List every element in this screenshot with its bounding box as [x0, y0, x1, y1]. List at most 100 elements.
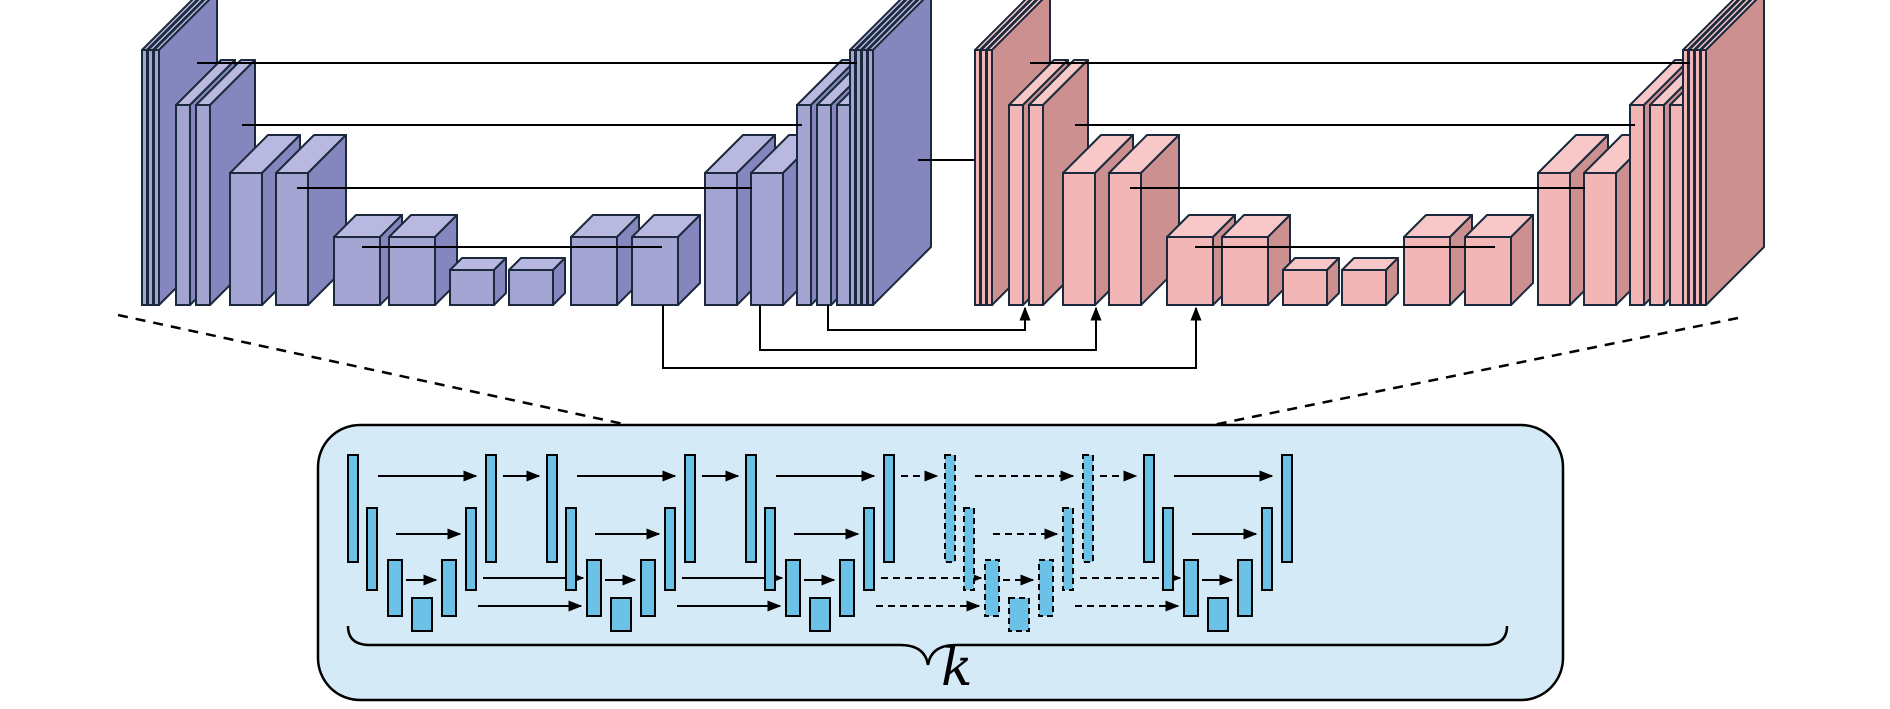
unit-3-bar-1 [745, 454, 757, 563]
unet-b-encoder-block-10 [1282, 257, 1340, 306]
unit-4-bar-7 [1082, 454, 1094, 563]
block-front-face [449, 269, 495, 306]
unet-unit-4 [944, 454, 1182, 632]
repeat-brace [346, 625, 1509, 666]
unit-5-bar-5 [1237, 559, 1253, 617]
unit-5-bar-3 [1183, 559, 1199, 617]
unit-3-bar-5 [839, 559, 855, 617]
block-front-face [1700, 49, 1707, 306]
unrolled-panel [316, 423, 1565, 702]
unet-a-encoder-block-10 [449, 257, 507, 306]
block-front-face [275, 172, 309, 306]
block-front-face [1166, 236, 1214, 306]
cross-arrow-2 [759, 305, 1102, 351]
block-front-face [1282, 269, 1328, 306]
block-front-face [1341, 269, 1387, 306]
block-front-face [849, 49, 856, 306]
block-front-face [986, 49, 993, 306]
block-front-face [388, 236, 436, 306]
unet-unit-3 [745, 454, 983, 632]
block-front-face [1221, 236, 1269, 306]
unet-b-encoder-block-8 [1166, 214, 1236, 306]
unit-3-bar-6 [863, 507, 875, 591]
block-front-face [1537, 172, 1571, 306]
block-front-face [175, 104, 191, 306]
block-front-face [861, 49, 868, 306]
unit-5-bar-6 [1261, 507, 1273, 591]
unet-unit-5 [1143, 454, 1293, 632]
block-front-face [704, 172, 738, 306]
block-front-face [229, 172, 263, 306]
unet-a-encoder-block-9 [388, 214, 458, 306]
block-front-face [1649, 104, 1665, 306]
unit-2-bar-7 [684, 454, 696, 563]
block-front-face [631, 236, 679, 306]
block-front-face [867, 49, 874, 306]
unit-4-bar-5 [1038, 559, 1054, 617]
block-front-face [1108, 172, 1142, 306]
block-front-face [855, 49, 862, 306]
block-front-face [750, 172, 784, 306]
block-front-face [1464, 236, 1512, 306]
unit-1-bar-4 [411, 597, 433, 632]
unit-5-bar-7 [1281, 454, 1293, 563]
block-front-face [1682, 49, 1689, 306]
block-front-face [1583, 172, 1617, 306]
unet-b-encoder-block-11 [1341, 257, 1399, 306]
unit-2-bar-1 [546, 454, 558, 563]
unet-b-encoder-block-9 [1221, 214, 1291, 306]
unet-a-decoder-block-2 [631, 214, 701, 306]
unit-2-bar-6 [664, 507, 676, 591]
unit-2-bar-3 [586, 559, 602, 617]
block-front-face [1629, 104, 1645, 306]
unet-a [141, 0, 932, 306]
unit-1-bar-1 [347, 454, 359, 563]
cross-arrow-3 [827, 305, 1031, 331]
unit-4-bar-3 [984, 559, 1000, 617]
unit-5-bar-4 [1207, 597, 1229, 632]
block-front-face [508, 269, 554, 306]
block-front-face [1403, 236, 1451, 306]
block-front-face [195, 104, 211, 306]
block-front-face [1694, 49, 1701, 306]
cross-arrow-1 [662, 305, 1202, 369]
block-front-face [333, 236, 381, 306]
unet-b [974, 0, 1765, 306]
block-front-face [153, 49, 160, 306]
block-front-face [816, 104, 832, 306]
unit-1-bar-2 [366, 507, 378, 591]
block-front-face [980, 49, 987, 306]
unit-4-bar-4 [1008, 597, 1030, 632]
block-side-face [1705, 0, 1765, 306]
unet-a-encoder-block-11 [508, 257, 566, 306]
unit-1-bar-6 [465, 507, 477, 591]
unit-2-bar-4 [610, 597, 632, 632]
block-side-face [872, 0, 932, 306]
unit-5-bar-2 [1162, 507, 1174, 591]
unit-3-bar-2 [764, 507, 776, 591]
unit-4-bar-6 [1062, 507, 1074, 591]
repeat-count-label: k [941, 638, 973, 698]
block-front-face [1062, 172, 1096, 306]
unit-1-bar-5 [441, 559, 457, 617]
unit-4-bar-2 [963, 507, 975, 591]
block-front-face [836, 104, 852, 306]
block-front-face [1688, 49, 1695, 306]
unet-b-decoder-block-1 [1403, 214, 1473, 306]
unit-5-bar-1 [1143, 454, 1155, 563]
cross-connections [662, 159, 1202, 369]
unit-3-bar-4 [809, 597, 831, 632]
block-front-face [796, 104, 812, 306]
block-front-face [141, 49, 148, 306]
unit-2-bar-2 [565, 507, 577, 591]
unit-3-bar-7 [883, 454, 895, 563]
block-front-face [1008, 104, 1024, 306]
unit-2-bar-5 [640, 559, 656, 617]
block-front-face [147, 49, 154, 306]
unit-3-bar-3 [785, 559, 801, 617]
unit-1-bar-7 [485, 454, 497, 563]
unet-a-decoder-block-1 [570, 214, 640, 306]
unet-a-decoder-block-11 [867, 0, 932, 306]
